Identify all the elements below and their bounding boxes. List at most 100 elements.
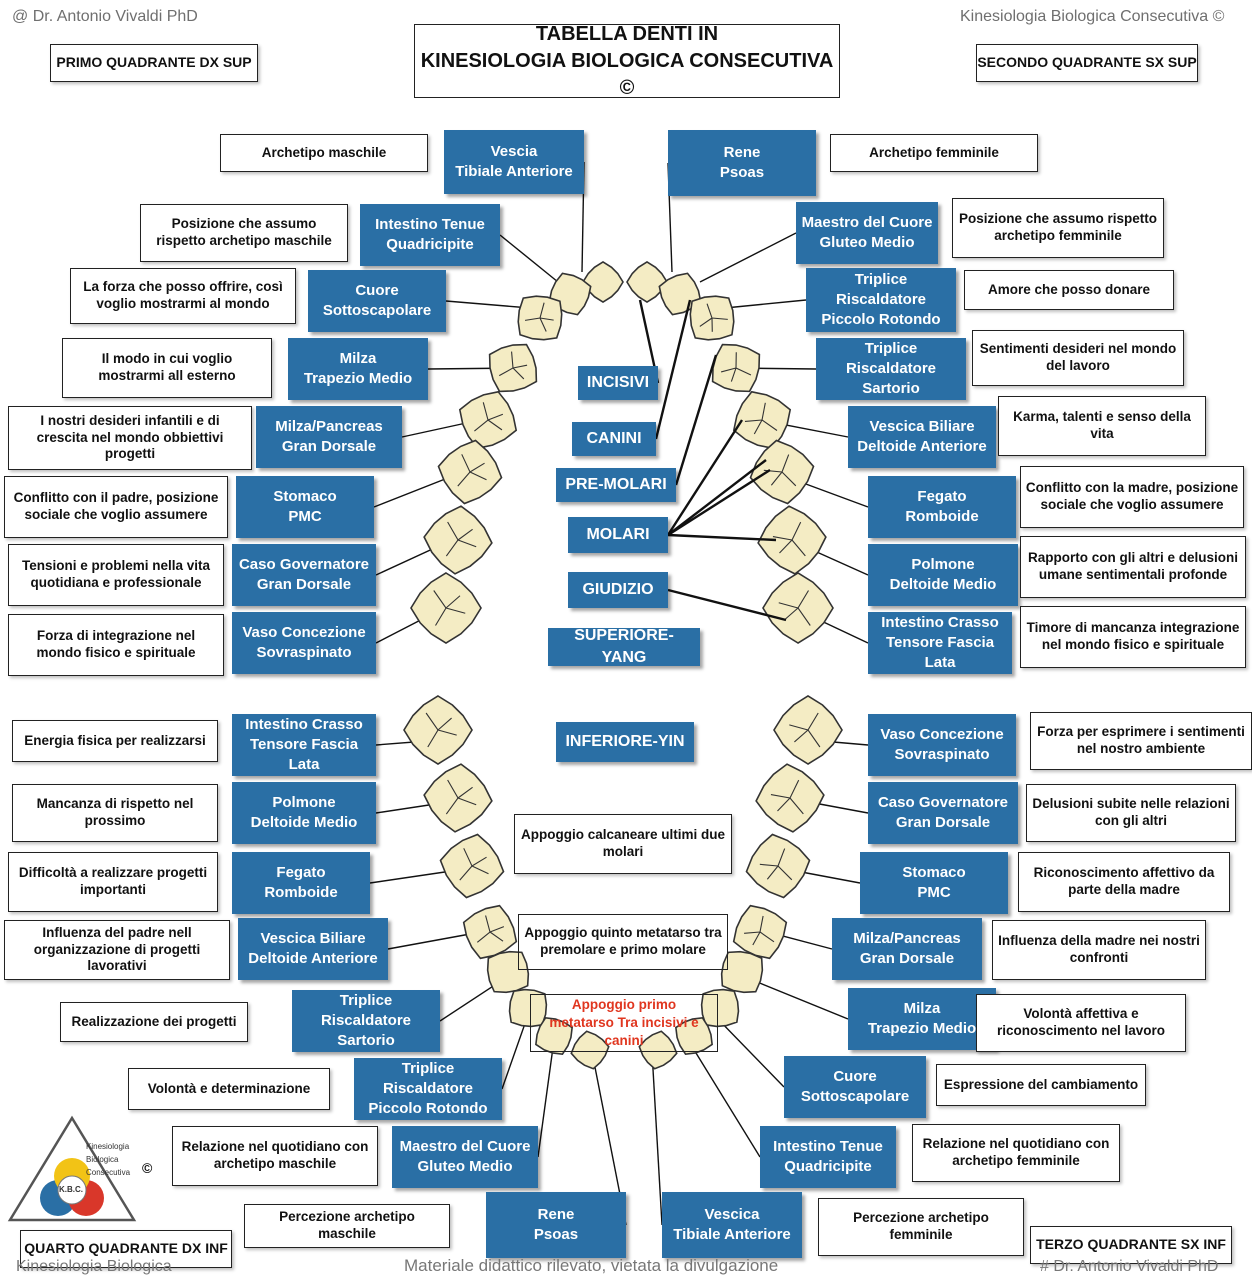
- lower-right-tooth: [638, 1030, 678, 1070]
- upper-left-meaning-5: I nostri desideri infantili e di crescit…: [8, 406, 252, 470]
- kbc-logo: [7, 1115, 137, 1222]
- organ-name: Triplice Riscaldatore: [845, 339, 937, 377]
- center-pointer-line: [667, 533, 777, 542]
- upper-left-tooth: [517, 295, 563, 341]
- organ-name: Stomaco: [902, 863, 966, 881]
- upper-left-meaning-4: Il modo in cui voglio mostrarmi all este…: [62, 338, 272, 398]
- muscle-name: Sartorio: [862, 380, 920, 398]
- upper-right-tooth: [762, 572, 834, 644]
- label-giudizio: GIUDIZIO: [568, 572, 668, 608]
- upper-left-meaning-7: Tensioni e problemi nella vita quotidian…: [8, 544, 224, 606]
- muscle-name: Sovraspinato: [894, 746, 990, 763]
- lower-left-tooth: [439, 833, 505, 899]
- note-calcaneare: Appoggio calcaneare ultimi due molari: [514, 814, 732, 874]
- lower-right-tooth: [732, 904, 788, 960]
- upper-right-meaning-4: Sentimenti desideri nel mondo del lavoro: [972, 330, 1184, 386]
- lower-right-meaning-2: Delusioni subite nelle relazioni con gli…: [1026, 784, 1236, 842]
- connector-line: [499, 234, 559, 283]
- organ-name: Cuore: [355, 281, 399, 299]
- upper-right-meaning-8: Timore di mancanza integrazione nel mond…: [1020, 606, 1246, 668]
- lower-right-tooth: [773, 695, 843, 765]
- muscle-name: Sottoscapolare: [800, 1088, 910, 1105]
- organ-name: Intestino Tenue: [773, 1137, 883, 1155]
- muscle-name: Gluteo Medio: [819, 234, 915, 251]
- lower-right-tooth: [700, 988, 740, 1028]
- muscle-name: Deltoide Medio: [889, 576, 997, 593]
- author-top-left: @ Dr. Antonio Vivaldi PhD: [12, 8, 198, 25]
- muscle-name: Piccolo Rotondo: [821, 311, 941, 329]
- organ-name: Vescica Biliare: [869, 417, 975, 435]
- muscle-name: Gran Dorsale: [895, 814, 991, 831]
- connector-line: [537, 1039, 555, 1158]
- organ-name: Intestino Crasso: [881, 613, 999, 631]
- muscle-name: Piccolo Rotondo: [368, 1100, 488, 1118]
- footer-disclaimer: Materiale didattico rilevato, vietata la…: [404, 1256, 779, 1275]
- quadrant-1-label: PRIMO QUADRANTE DX SUP: [50, 44, 258, 82]
- title-line-2: KINESIOLOGIA BIOLOGICA CONSECUTIVA ©: [420, 49, 834, 99]
- muscle-name: Quadricipite: [386, 236, 474, 253]
- lower-right-meaning-6: Espressione del cambiamento: [936, 1064, 1146, 1106]
- upper-right-tooth: [689, 295, 735, 341]
- organ-name: Intestino Tenue: [375, 215, 485, 233]
- connector-line: [501, 1014, 529, 1090]
- organ-name: Caso Governatore: [238, 555, 370, 573]
- center-pointer-line: [667, 459, 767, 536]
- connector-line: [699, 232, 797, 283]
- upper-right-meaning-2: Posizione che assumo rispetto archetipo …: [952, 198, 1164, 258]
- upper-right-tooth: [749, 439, 815, 505]
- label-incisivi: INCISIVI: [578, 366, 658, 400]
- organ-name: Triplice Riscaldatore: [320, 991, 412, 1029]
- lower-right-meaning-4: Influenza della madre nei nostri confron…: [992, 920, 1206, 980]
- lower-left-meaning-6: Volontà e determinazione: [128, 1068, 330, 1110]
- organ-name: Vaso Concezione: [880, 725, 1004, 743]
- lower-right-meaning-5: Volontà affettiva e riconoscimento nel l…: [976, 994, 1186, 1052]
- note-primo-metatarso-box: Appoggio primo metatarso Tra incisivi e …: [530, 994, 718, 1052]
- upper-left-tooth: [488, 343, 538, 393]
- lower-left-meaning-5: Realizzazione dei progetti: [60, 1002, 248, 1042]
- connector-line: [713, 1014, 785, 1088]
- muscle-name: Gran Dorsale: [281, 438, 377, 455]
- upper-left-tooth: [410, 572, 482, 644]
- muscle-name: Deltoide Anteriore: [857, 438, 987, 455]
- lower-right-tooth: [755, 763, 825, 833]
- muscle-name: Sovraspinato: [256, 644, 352, 661]
- upper-right-tooth: [658, 272, 702, 316]
- muscle-name: Gran Dorsale: [859, 950, 955, 967]
- quadrant-4-label: QUARTO QUADRANTE DX INF: [20, 1230, 232, 1268]
- muscle-name: Quadricipite: [784, 1158, 872, 1175]
- muscle-name: Tensore Fascia Lata: [885, 633, 995, 672]
- organ-name: Milza/Pancreas: [275, 417, 383, 435]
- muscle-name: Psoas: [533, 1226, 579, 1243]
- lower-right-tooth: [745, 833, 811, 899]
- muscle-name: Deltoide Medio: [250, 814, 358, 831]
- organ-name: Triplice Riscaldatore: [835, 270, 927, 308]
- lower-left-meaning-8: Percezione archetipo maschile: [244, 1204, 450, 1248]
- upper-right-meaning-6: Conflitto con la madre, posizione social…: [1020, 466, 1244, 528]
